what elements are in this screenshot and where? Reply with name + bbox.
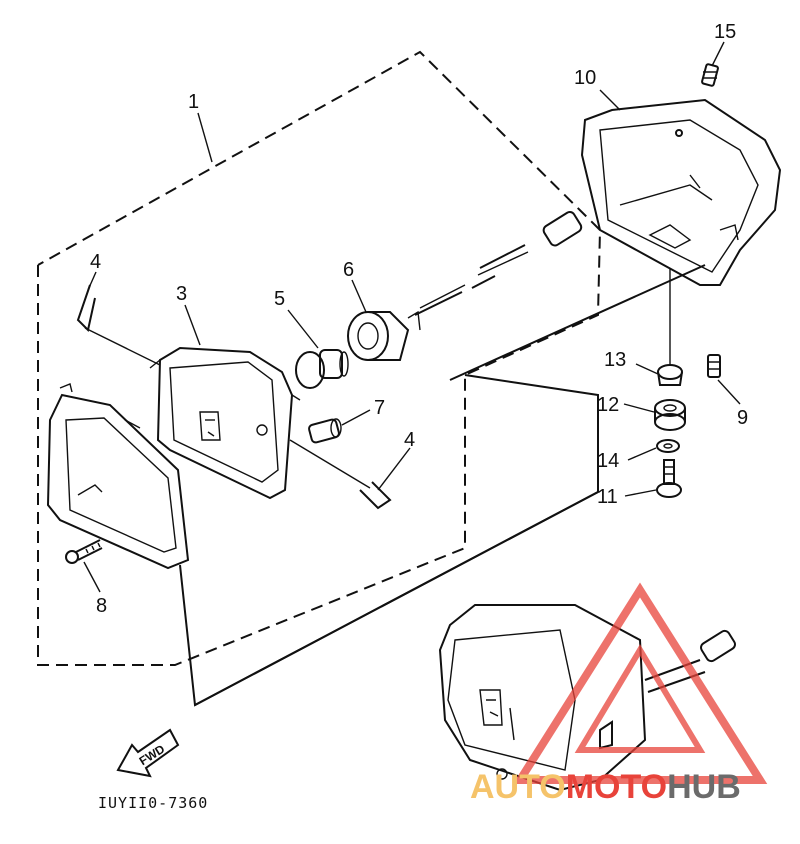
bracket-line <box>179 374 599 707</box>
callout-1: 1 <box>188 91 199 113</box>
bolt-11 <box>656 459 682 498</box>
watermark-hub: HUB <box>667 768 741 806</box>
spring-bottom <box>289 439 392 510</box>
callout-13: 13 <box>604 349 626 371</box>
watermark-logo <box>512 582 768 784</box>
callout-7: 7 <box>374 397 385 419</box>
headlight-wire <box>414 211 583 316</box>
callout-4-top: 4 <box>90 251 101 273</box>
watermark-text: AUTOMOTOHUB <box>470 768 741 806</box>
bracket-line-2 <box>194 491 599 706</box>
assembled-headlight <box>438 604 736 792</box>
callout-10: 10 <box>574 67 596 89</box>
bracket-line-3 <box>449 264 706 381</box>
watermark-auto: AUTO <box>470 768 566 806</box>
fwd-arrow: FWD <box>116 728 180 778</box>
assembly-outline <box>37 50 602 666</box>
callout-4-bottom: 4 <box>404 429 415 451</box>
callout-11: 11 <box>597 486 618 508</box>
callout-12: 12 <box>597 394 619 416</box>
collar-13 <box>657 364 683 386</box>
callout-5: 5 <box>274 288 285 310</box>
pilot-bulb <box>308 418 342 444</box>
headlight-unit <box>149 346 301 500</box>
screw-8 <box>65 539 103 564</box>
callout-15: 15 <box>714 21 736 43</box>
callout-14: 14 <box>597 450 619 472</box>
diagram-code: IUYII0-7360 <box>98 794 208 812</box>
watermark-moto: MOTO <box>566 768 667 806</box>
grommet-12 <box>654 399 686 431</box>
headlight-housing <box>580 98 782 286</box>
screw-9 <box>707 354 721 378</box>
callout-8: 8 <box>96 595 107 617</box>
callout-6: 6 <box>343 259 354 281</box>
callout-9: 9 <box>737 407 748 429</box>
bulb-socket <box>347 310 421 361</box>
headlight-bezel <box>46 383 190 570</box>
spring-top <box>76 284 161 366</box>
washer-14 <box>656 439 680 453</box>
bulb <box>295 349 349 389</box>
screw-15 <box>701 63 719 87</box>
callout-3: 3 <box>176 283 187 305</box>
